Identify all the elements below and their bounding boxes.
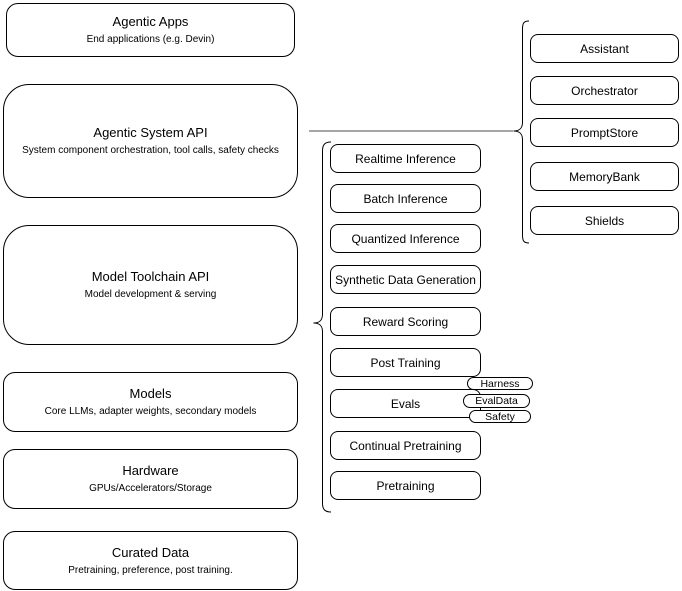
pill-label: Harness [480,377,520,390]
box-curated-data: Curated Data Pretraining, preference, po… [3,531,298,590]
box-subtitle: Model development & serving [84,289,217,300]
component-label: Reward Scoring [362,314,449,329]
component-quantized-inference: Quantized Inference [330,224,481,253]
component-label: Pretraining [376,478,435,493]
system-components-bracket [513,20,530,244]
pill-label: Safety [485,410,515,423]
component-label: Evals [390,396,421,411]
box-subtitle: End applications (e.g. Devin) [86,34,215,45]
component-label: MemoryBank [569,169,640,184]
box-subtitle: Core LLMs, adapter weights, secondary mo… [44,406,257,417]
component-memorybank: MemoryBank [530,162,679,191]
box-hardware: Hardware GPUs/Accelerators/Storage [3,449,298,509]
box-agentic-apps: Agentic Apps End applications (e.g. Devi… [6,3,295,57]
box-model-toolchain-api: Model Toolchain API Model development & … [3,225,298,345]
box-subtitle: GPUs/Accelerators/Storage [89,483,212,494]
box-title: Curated Data [111,544,190,560]
component-pretraining: Pretraining [330,471,481,500]
box-models: Models Core LLMs, adapter weights, secon… [3,372,298,432]
box-title: Agentic System API [93,125,208,140]
component-promptstore: PromptStore [530,118,679,147]
component-shields: Shields [530,206,679,235]
component-assistant: Assistant [530,34,679,63]
pill-harness: Harness [467,377,533,390]
component-post-training: Post Training [330,348,481,377]
component-label: Batch Inference [363,191,448,206]
box-title: Model Toolchain API [91,269,210,284]
component-realtime-inference: Realtime Inference [330,144,481,173]
pill-label: EvalData [475,395,518,407]
component-label: Shields [584,213,625,228]
box-agentic-system-api: Agentic System API System component orch… [3,84,298,198]
component-reward-scoring: Reward Scoring [330,307,481,336]
component-label: Continual Pretraining [349,438,462,453]
component-label: Post Training [370,355,441,370]
component-batch-inference: Batch Inference [330,184,481,213]
pill-safety: Safety [469,410,531,423]
component-orchestrator: Orchestrator [530,76,679,105]
toolchain-bracket [313,141,332,513]
box-subtitle: System component orchestration, tool cal… [22,145,279,156]
box-title: Models [129,386,172,401]
box-subtitle: Pretraining, preference, post training. [68,564,233,576]
component-label: Synthetic Data Generation [335,272,476,287]
component-label: Orchestrator [571,83,638,98]
component-label: Realtime Inference [355,151,456,166]
pill-evaldata: EvalData [463,394,530,408]
component-synthetic-data-generation: Synthetic Data Generation [330,265,481,294]
component-continual-pretraining: Continual Pretraining [330,431,481,460]
box-title: Agentic Apps [112,14,189,29]
component-evals: Evals [330,389,481,418]
box-title: Hardware [122,463,179,478]
component-label: PromptStore [570,125,639,140]
component-label: Assistant [580,41,629,56]
component-label: Quantized Inference [351,231,460,246]
